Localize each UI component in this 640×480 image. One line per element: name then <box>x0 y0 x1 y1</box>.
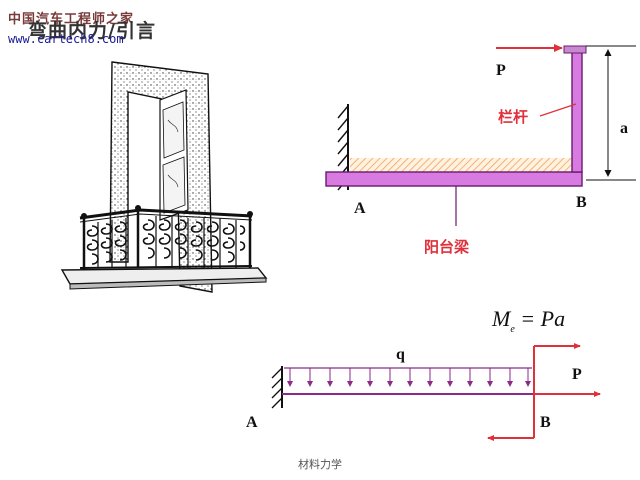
bottom-point-b-label: B <box>540 414 551 431</box>
bottom-force-label: P <box>572 366 582 383</box>
railing-cap <box>563 45 587 54</box>
balcony-illustration <box>60 61 268 293</box>
moment-formula: Me = Pa <box>492 306 566 335</box>
bottom-support-a-label: A <box>246 414 258 431</box>
beam-label: 阳台梁 <box>424 238 470 256</box>
rod-label-pointer <box>539 103 577 117</box>
watermark-site: 中国汽车工程师之家 <box>8 12 135 27</box>
distributed-load-arrows <box>287 368 531 387</box>
page-title: 弯曲内力/引言 <box>28 20 156 42</box>
balcony-beam <box>325 171 583 187</box>
railing-post <box>571 51 583 173</box>
top-support-a-label: A <box>354 200 366 217</box>
dimension-label: a <box>620 120 628 137</box>
bottom-beam-diagram <box>271 343 601 441</box>
top-force-label: P <box>496 62 506 79</box>
distributed-load-label: q <box>396 346 405 363</box>
rod-label: 栏杆 <box>498 108 529 126</box>
top-structural-diagram <box>325 44 636 226</box>
footer-caption: 材料力学 <box>298 458 342 471</box>
watermark-url: www.cartech8.com <box>8 32 124 46</box>
top-point-b-label: B <box>576 194 587 211</box>
distributed-load-hatch <box>350 158 572 172</box>
